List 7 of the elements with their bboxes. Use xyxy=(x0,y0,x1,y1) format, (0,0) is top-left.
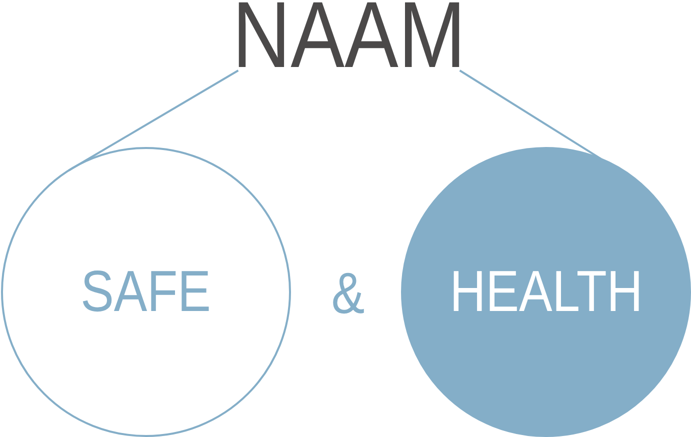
connector-line xyxy=(459,70,602,160)
heading-text: NAAM xyxy=(232,0,466,70)
outlined-circle xyxy=(1,147,291,437)
ampersand-text: & xyxy=(331,265,365,323)
circle-label: HEALTH xyxy=(449,263,643,321)
circle-label: SAFE xyxy=(80,263,212,321)
filled-circle xyxy=(401,147,691,437)
